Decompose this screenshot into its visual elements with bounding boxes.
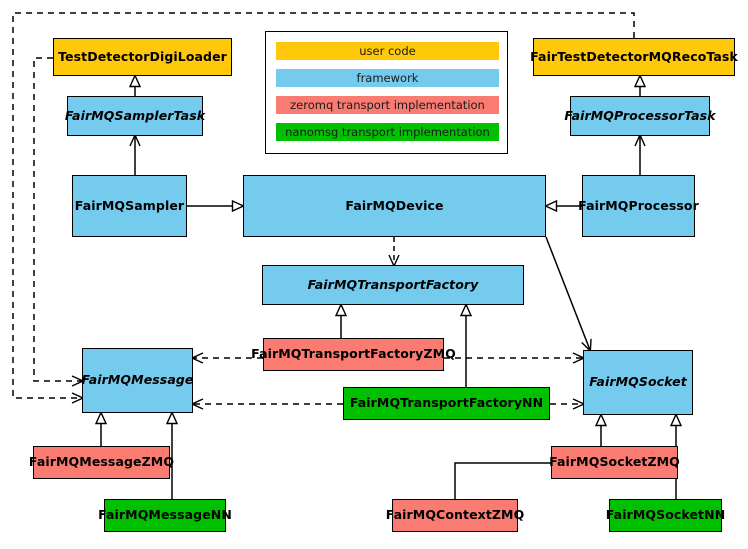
- node-label: TestDetectorDigiLoader: [58, 48, 227, 64]
- node-label: FairMQProcessorTask: [564, 107, 716, 123]
- node-label: FairMQSampler: [74, 197, 185, 213]
- edge-contextzmq-to-socketzmq: [454, 463, 551, 499]
- node-fairmqtransportfactoryzmq[interactable]: FairMQTransportFactoryZMQ: [251, 338, 456, 371]
- node-label: FairMQMessageNN: [98, 507, 232, 523]
- legend-item-user-code: user code: [276, 42, 499, 60]
- node-fairmqprocessortask[interactable]: FairMQProcessorTask: [564, 96, 716, 136]
- node-fairmqsampler[interactable]: FairMQSampler: [72, 175, 187, 237]
- node-fairmqcontextzmq[interactable]: FairMQContextZMQ: [386, 499, 524, 532]
- node-fairmqsamplertask[interactable]: FairMQSamplerTask: [64, 96, 206, 136]
- node-label: FairTestDetectorMQRecoTask: [530, 48, 738, 64]
- node-testdetectordigiloader[interactable]: TestDetectorDigiLoader: [53, 38, 232, 76]
- node-label: FairMQContextZMQ: [385, 507, 525, 523]
- node-fairmqsocketzmq[interactable]: FairMQSocketZMQ: [549, 446, 680, 479]
- node-fairmqtransportfactory[interactable]: FairMQTransportFactory: [262, 265, 524, 305]
- node-fairmqmessagenn[interactable]: FairMQMessageNN: [98, 499, 232, 532]
- node-fairmqsocket[interactable]: FairMQSocket: [583, 350, 693, 415]
- node-label: FairMQTransportFactoryNN: [349, 395, 544, 411]
- node-label: FairMQDevice: [345, 197, 444, 213]
- legend-panel: user code framework zeromq transport imp…: [265, 31, 508, 154]
- node-fairmqsocketnn[interactable]: FairMQSocketNN: [606, 499, 725, 532]
- node-label: FairMQSocket: [589, 374, 687, 390]
- legend-item-nanomsg: nanomsg transport implementation: [276, 123, 499, 141]
- node-fairmqmessage[interactable]: FairMQMessage: [82, 348, 193, 413]
- node-label: FairMQSamplerTask: [64, 107, 206, 123]
- node-label: FairMQProcessor: [578, 197, 699, 213]
- node-label: FairMQMessage: [81, 372, 194, 388]
- node-label: FairMQMessageZMQ: [28, 454, 175, 470]
- node-label: FairMQTransportFactoryZMQ: [251, 346, 456, 362]
- legend-label: framework: [356, 71, 419, 85]
- legend-item-framework: framework: [276, 69, 499, 87]
- legend-label: user code: [359, 44, 416, 58]
- node-label: FairMQTransportFactory: [307, 276, 479, 292]
- node-fairmqprocessor[interactable]: FairMQProcessor: [578, 175, 699, 237]
- node-label: FairMQSocketZMQ: [549, 454, 680, 470]
- edge-device-to-socket: [545, 236, 592, 353]
- legend-item-zeromq: zeromq transport implementation: [276, 96, 499, 114]
- legend-label: zeromq transport implementation: [290, 98, 485, 112]
- node-fairmqtransportfactorynn[interactable]: FairMQTransportFactoryNN: [343, 387, 550, 420]
- node-fairmqdevice[interactable]: FairMQDevice: [243, 175, 546, 237]
- node-fairtestdetectormqrecotask[interactable]: FairTestDetectorMQRecoTask: [530, 38, 738, 76]
- node-fairmqmessagezmq[interactable]: FairMQMessageZMQ: [29, 446, 174, 479]
- legend-label: nanomsg transport implementation: [285, 125, 490, 139]
- node-label: FairMQSocketNN: [605, 507, 726, 523]
